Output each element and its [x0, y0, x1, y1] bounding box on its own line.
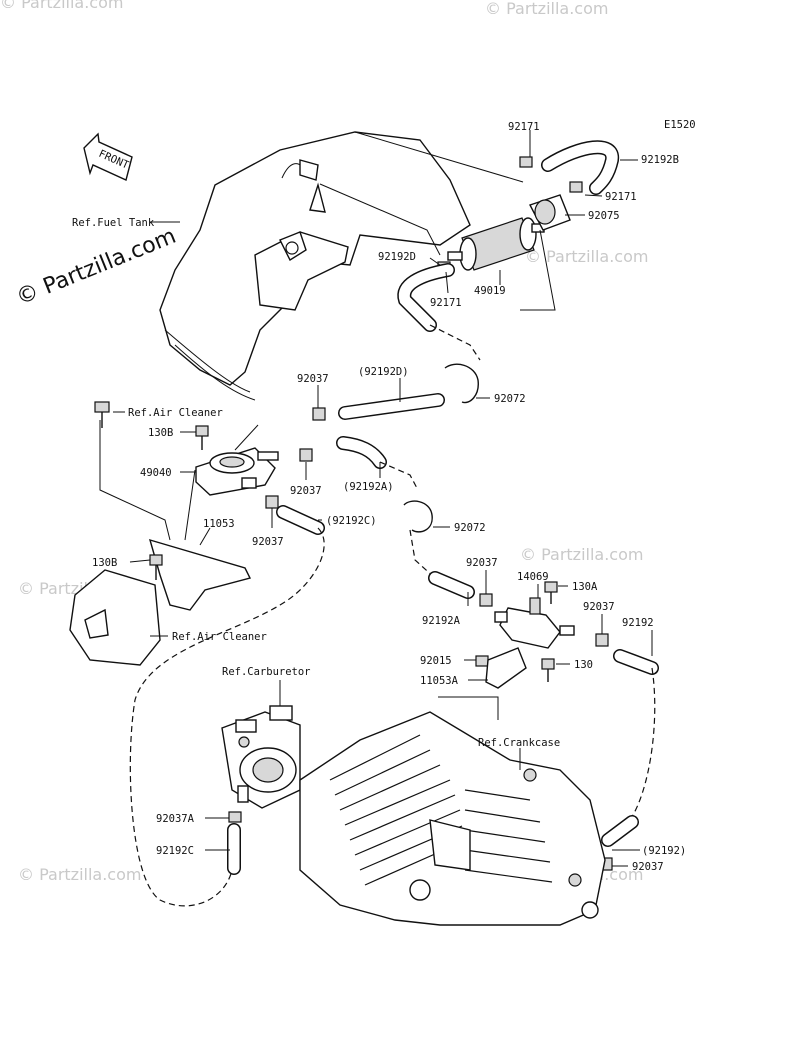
fuel-pump-49040 [195, 447, 279, 496]
clip-92037-d [479, 593, 493, 607]
crankcase [299, 711, 606, 926]
label-92015: 92015 [420, 655, 452, 667]
fuel-filter-49019 [447, 217, 545, 271]
ref-air-cleaner-top-label: Ref.Air Cleaner [128, 407, 223, 419]
label-92192D: 92192D [378, 251, 416, 263]
label-92192-paren: (92192) [642, 845, 686, 857]
front-arrow-icon: FRONT [83, 132, 133, 181]
label-92192: 92192 [622, 617, 654, 629]
bolt-130 [541, 658, 555, 682]
bolt-130A [544, 581, 558, 604]
clip-92037-a [312, 407, 326, 421]
clamp-92075 [529, 194, 571, 231]
clip-92037-c [265, 495, 279, 509]
faint-watermarks: © Partzilla.com © Partzilla.com © Partzi… [0, 0, 648, 884]
label-92192C: 92192C [156, 845, 194, 857]
diagram-code: E1520 [664, 119, 696, 131]
label-92171-mid: 92171 [430, 297, 462, 309]
label-92037-d: 92037 [466, 557, 498, 569]
nut-92015 [475, 655, 489, 667]
label-130B-top: 130B [148, 427, 173, 439]
clip-92037-b [299, 448, 313, 462]
carburetor [221, 705, 301, 809]
label-92192C-paren: (92192C) [326, 515, 377, 527]
part-labels: Ref.Fuel Tank Ref.Air Cleaner Ref.Air Cl… [72, 121, 686, 873]
valve-14069 [494, 597, 575, 649]
label-130: 130 [574, 659, 593, 671]
watermark-top-left: © Partzilla.com [0, 0, 123, 12]
label-92037-f: 92037 [632, 861, 664, 873]
label-49019: 49019 [474, 285, 506, 297]
label-92192D-paren: (92192D) [358, 366, 409, 378]
fuel-tank [159, 131, 471, 401]
label-92037-c: 92037 [252, 536, 284, 548]
watermark-right: © Partzilla.com [520, 545, 643, 564]
label-92075: 92075 [588, 210, 620, 222]
bolt-air-cleaner [94, 401, 110, 428]
label-92072-mid: 92072 [454, 522, 486, 534]
label-14069: 14069 [517, 571, 549, 583]
air-cleaner-bracket [69, 554, 163, 666]
ref-carburetor-label: Ref.Carburetor [222, 666, 311, 678]
label-92037-e: 92037 [583, 601, 615, 613]
label-49040: 49040 [140, 467, 172, 479]
label-92192A: 92192A [422, 615, 461, 627]
bolt-130B-top [195, 425, 209, 450]
clip-92037-e [595, 633, 609, 647]
label-130A: 130A [572, 581, 598, 593]
label-92192A-paren: (92192A) [343, 481, 394, 493]
label-11053: 11053 [203, 518, 235, 530]
bracket-11053A [485, 647, 527, 689]
label-92037-b: 92037 [290, 485, 322, 497]
ref-air-cleaner-bottom-label: Ref.Air Cleaner [172, 631, 267, 643]
label-92192B: 92192B [641, 154, 679, 166]
label-92072-top: 92072 [494, 393, 526, 405]
label-92037-a: 92037 [297, 373, 329, 385]
watermark-mid-right: © Partzilla.com [525, 247, 648, 266]
partzilla-watermark: © Partzilla.com [13, 224, 180, 311]
ref-crankcase-label: Ref.Crankcase [478, 737, 560, 749]
clip-92171-top [519, 156, 533, 168]
ref-fuel-tank-label: Ref.Fuel Tank [72, 217, 155, 229]
label-92037A: 92037A [156, 813, 195, 825]
label-92171-top: 92171 [508, 121, 540, 133]
watermark-top-right: © Partzilla.com [485, 0, 608, 18]
watermark-bottom-left: © Partzilla.com [18, 865, 141, 884]
label-92171-right: 92171 [605, 191, 637, 203]
clip-92171-right [569, 181, 583, 193]
label-130B-left: 130B [92, 557, 117, 569]
clip-92037A [228, 811, 242, 823]
label-11053A: 11053A [420, 675, 459, 687]
